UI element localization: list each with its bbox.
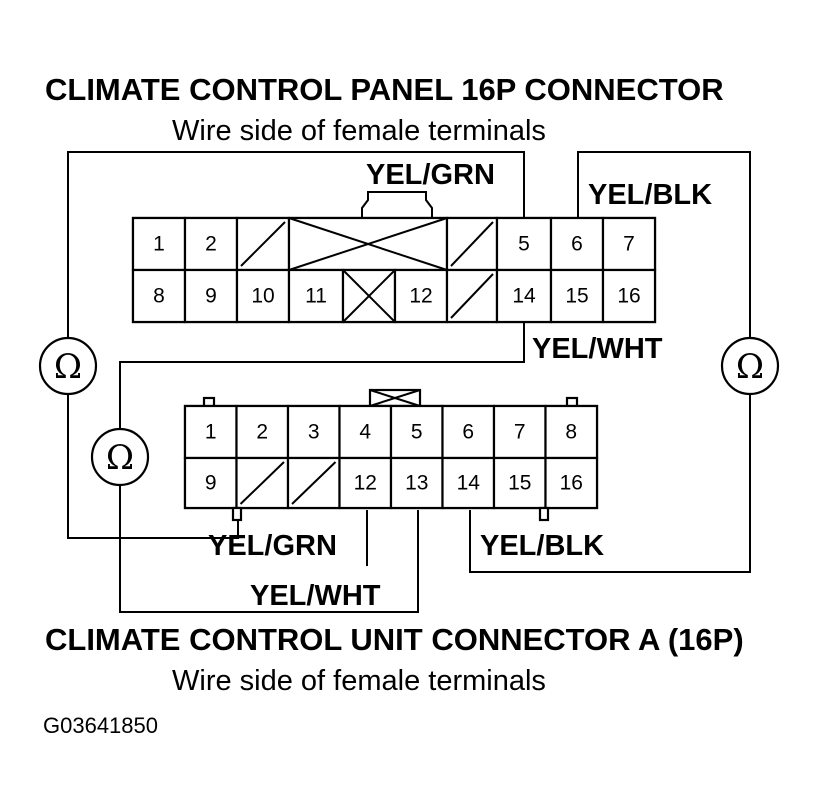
terminal-number: 7 <box>514 421 526 444</box>
terminal-number: 13 <box>405 472 428 495</box>
unused-terminal-slash <box>240 221 286 267</box>
terminal-number: 15 <box>565 285 588 308</box>
unused-terminal-slash <box>450 221 494 267</box>
ohmmeter-center: Ω <box>90 427 150 487</box>
wire-yel-blk-lower <box>469 394 751 573</box>
terminal-number: 4 <box>359 421 371 444</box>
terminal-number: 9 <box>205 472 217 495</box>
panel-connector-subtitle: Wire side of female terminals <box>172 115 546 147</box>
terminal-number: 5 <box>518 233 530 256</box>
terminal-number: 8 <box>565 421 577 444</box>
terminal-number: 11 <box>305 285 327 308</box>
terminal-cell <box>492 456 547 510</box>
terminal-number: 16 <box>560 472 583 495</box>
wire-yel-grn-upper <box>67 151 525 338</box>
terminal-number: 3 <box>308 421 320 444</box>
terminal-cell <box>601 216 657 272</box>
panel-wire-label-right: YEL/BLK <box>588 179 712 211</box>
terminal-cell <box>131 268 187 324</box>
unit-wire-label-left: YEL/GRN <box>208 530 337 562</box>
unit-connector-title: CLIMATE CONTROL UNIT CONNECTOR A (16P) <box>45 622 744 657</box>
wire-yel-blk-upper <box>577 151 751 338</box>
terminal-number: 2 <box>205 233 217 256</box>
terminal-cell <box>495 216 553 272</box>
terminal-number: 12 <box>409 285 432 308</box>
figure-code: G03641850 <box>43 713 158 738</box>
panel-connector-title: CLIMATE CONTROL PANEL 16P CONNECTOR <box>45 72 724 107</box>
terminal-number: 10 <box>251 285 274 308</box>
wire-yel-wht-lower <box>119 486 419 613</box>
unit-bottom-tab-right <box>538 506 550 522</box>
blocked-terminal-cross-b <box>342 269 396 323</box>
terminal-cell <box>393 268 449 324</box>
panel-wire-label-top: YEL/GRN <box>366 159 495 191</box>
terminal-cell <box>544 456 599 510</box>
terminal-number: 8 <box>153 285 165 308</box>
ohmmeter-left-circle <box>38 336 98 396</box>
unused-terminal-slash <box>239 461 285 505</box>
unit-connector-subtitle: Wire side of female terminals <box>172 665 546 697</box>
ohmmeter-right-circle <box>720 336 780 396</box>
ohm-icon: Ω <box>106 438 134 478</box>
unused-terminal-slash <box>291 461 337 505</box>
terminal-number: 1 <box>153 233 165 256</box>
unit-key-cross-b <box>369 389 421 407</box>
panel-latch <box>361 191 433 218</box>
wire-yel-wht-upper <box>119 322 525 428</box>
ohm-icon: Ω <box>54 347 82 387</box>
ohm-icon: Ω <box>736 347 764 387</box>
ohmmeter-left: Ω <box>38 336 98 396</box>
unused-terminal-slash <box>450 273 494 319</box>
panel-wire-label-bottom: YEL/WHT <box>532 333 663 365</box>
terminal-number: 14 <box>457 472 481 495</box>
unit-wire-label-right: YEL/BLK <box>480 530 604 562</box>
terminal-number: 12 <box>354 472 377 495</box>
terminal-number: 15 <box>508 472 531 495</box>
blocked-terminal-cross-b <box>288 217 448 271</box>
terminal-number: 7 <box>623 233 635 256</box>
terminal-cell <box>287 268 345 324</box>
terminal-cell <box>183 268 239 324</box>
terminal-number: 5 <box>411 421 423 444</box>
terminal-number: 9 <box>205 285 217 308</box>
terminal-number: 16 <box>617 285 640 308</box>
ohmmeter-center-circle <box>90 427 150 487</box>
terminal-cell <box>601 268 657 324</box>
ohmmeter-right: Ω <box>720 336 780 396</box>
unit-wire-label-bottom: YEL/WHT <box>250 580 381 612</box>
terminal-number: 1 <box>205 421 217 444</box>
terminal-number: 2 <box>256 421 268 444</box>
wiring <box>67 151 751 613</box>
terminal-number: 14 <box>512 285 536 308</box>
terminal-number: 6 <box>462 421 474 444</box>
wire-yel-grn-lower <box>67 394 239 539</box>
unit-bottom-tab-left <box>231 506 243 522</box>
terminal-number: 6 <box>571 233 583 256</box>
terminal-cell <box>495 268 553 324</box>
